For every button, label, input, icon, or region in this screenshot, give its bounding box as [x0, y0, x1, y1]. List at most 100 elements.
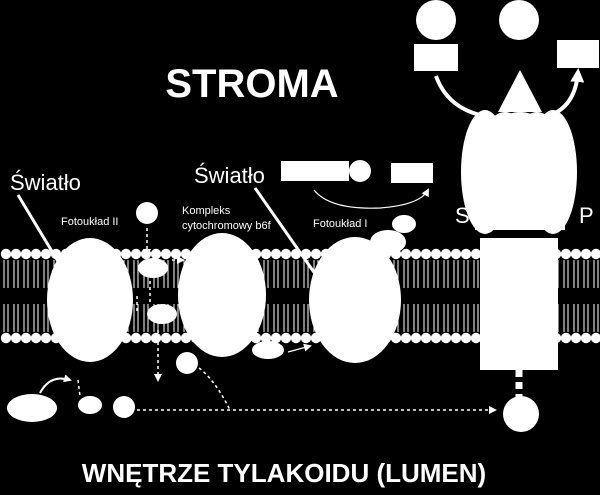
lipid-head: [460, 332, 472, 344]
lipid-head: [10, 248, 22, 260]
lipid-head: [590, 332, 600, 344]
lipid-head: [580, 248, 592, 260]
light-ray-2: [253, 187, 320, 279]
lipid-head: [470, 332, 482, 344]
adp-circle: [416, 0, 456, 40]
plastocyanin: [252, 341, 284, 359]
lipid-head: [410, 248, 422, 260]
lipid-head: [400, 332, 412, 344]
lipid-head: [180, 332, 192, 344]
cytochrome-b6f-complex: [178, 233, 266, 357]
lipid-head: [400, 248, 412, 260]
lipid-head: [40, 248, 52, 260]
lipid-head: [30, 332, 42, 344]
plastocyanin-to-psi-arrow: [287, 343, 312, 353]
lipid-head: [20, 332, 32, 344]
light-ray-1: [16, 194, 64, 269]
lipid-head: [280, 248, 292, 260]
plastoquinone-top: [138, 258, 168, 278]
lipid-head: [310, 248, 322, 260]
photosystem-2-label: Fotoukład II: [61, 216, 118, 228]
atp-box: [557, 40, 599, 68]
water-molecule: [7, 394, 57, 422]
nadp-box: [281, 161, 349, 181]
fnr-blob: [392, 215, 416, 233]
lipid-head: [150, 248, 162, 260]
lipid-head: [300, 332, 312, 344]
lipid-head: [580, 332, 592, 344]
lipid-head: [40, 332, 52, 344]
lipid-head: [150, 332, 162, 344]
lipid-head: [270, 248, 282, 260]
lipid-head: [130, 248, 142, 260]
lipid-head: [270, 332, 282, 344]
nadph-box: [391, 163, 433, 183]
lipid-head: [390, 332, 402, 344]
lipid-head: [20, 248, 32, 260]
lipid-head: [570, 248, 582, 260]
lipid-head: [260, 332, 272, 344]
atp-synthase-label-left: S: [455, 203, 470, 228]
atp-circle: [499, 0, 539, 40]
photosystem-2-complex: [47, 238, 133, 362]
lipid-head: [460, 248, 472, 260]
lipid-head: [590, 248, 600, 260]
ferredoxin-blob: [370, 230, 406, 254]
water-to-psii-arrow: [39, 374, 72, 394]
lipid-head: [140, 248, 152, 260]
oxygen-blob: [78, 396, 102, 414]
stroma-label: STROMA: [165, 62, 338, 106]
stroma-proton-circle: [136, 202, 158, 224]
lipid-head: [170, 248, 182, 260]
lipid-head: [0, 248, 12, 260]
lipid-head: [160, 248, 172, 260]
lipid-head: [10, 332, 22, 344]
psii-proton-circle: [113, 396, 135, 418]
plastoquinone-bottom: [147, 304, 177, 324]
adp-box: [414, 44, 458, 71]
lipid-head: [260, 248, 272, 260]
atp-synthase-cf0: [480, 238, 558, 370]
light-label-psi: Światło: [194, 163, 265, 188]
lipid-head: [170, 332, 182, 344]
lipid-head: [440, 248, 452, 260]
lipid-head: [430, 248, 442, 260]
light-label-psii: Światło: [10, 170, 81, 195]
phosphate-triangle: [498, 70, 542, 112]
lipid-head: [440, 332, 452, 344]
nadp-hydrogen-circle: [349, 160, 371, 182]
proton-lumen-circle: [503, 396, 539, 432]
lipid-head: [420, 332, 432, 344]
lumen-proton-circle: [176, 352, 198, 374]
lipid-head: [120, 248, 132, 260]
lipid-head: [560, 248, 572, 260]
lipid-head: [280, 332, 292, 344]
lipid-head: [450, 248, 462, 260]
lipid-head: [130, 332, 142, 344]
atp-synthase-cf1: [475, 145, 565, 230]
lumen-label: WNĘTRZE TYLAKOIDU (LUMEN): [82, 458, 486, 488]
lipid-head: [290, 332, 302, 344]
lumen-proton-path: [198, 367, 231, 411]
lipid-head: [430, 332, 442, 344]
photosystem-1-complex: [309, 237, 401, 363]
lipid-head: [570, 332, 582, 344]
lipid-head: [450, 332, 462, 344]
water-split-dash: [77, 379, 81, 397]
lipid-head: [560, 332, 572, 344]
atp-synthesis-arrow: [434, 68, 585, 120]
lipid-head: [420, 248, 432, 260]
cytochrome-label-line2: cytochromowy b6f: [182, 220, 272, 232]
atp-synthase: [461, 70, 577, 432]
nadp-reduction-arrow: [313, 188, 429, 209]
cytochrome-label-line1: Kompleks: [182, 205, 231, 217]
lipid-head: [140, 332, 152, 344]
lipid-head: [470, 248, 482, 260]
atp-synthase-label-right: P: [579, 203, 594, 228]
lipid-head: [160, 332, 172, 344]
lipid-head: [410, 332, 422, 344]
photosystem-1-label: Fotoukład I: [313, 218, 367, 230]
lipid-head: [0, 332, 12, 344]
